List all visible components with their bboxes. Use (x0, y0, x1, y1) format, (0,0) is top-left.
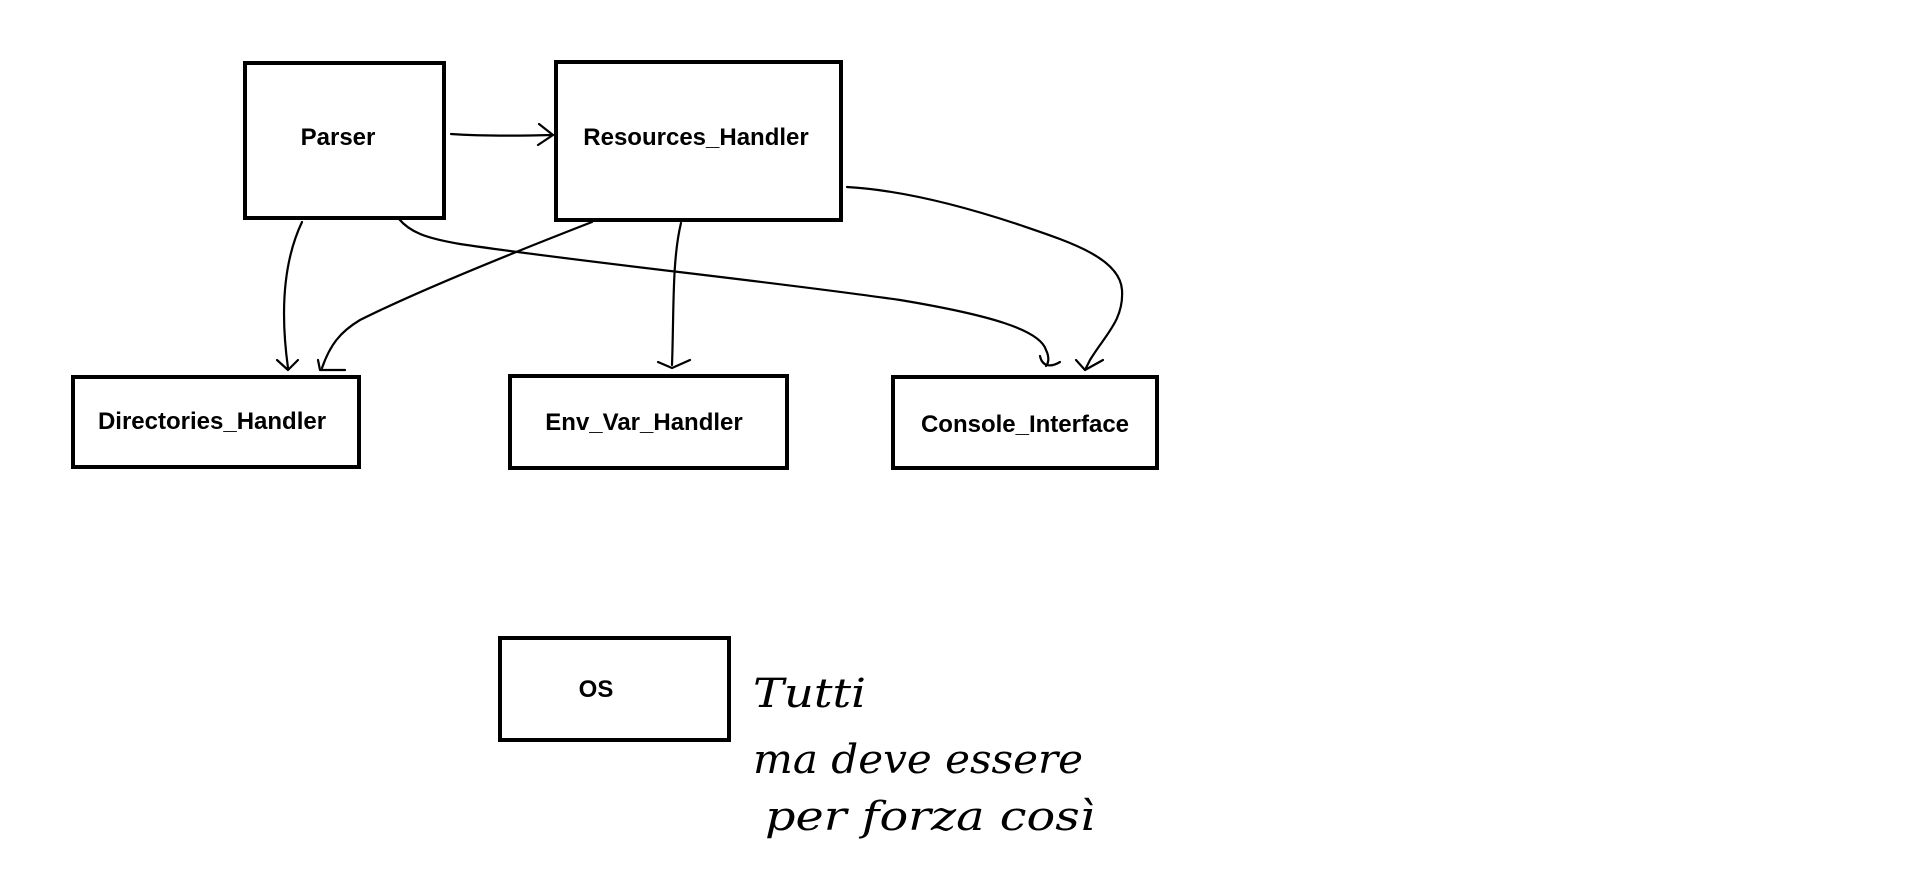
node-console-interface: Console_Interface (891, 375, 1159, 470)
note-line-2: ma deve essere (753, 737, 1083, 783)
parser-label: Parser (301, 124, 376, 151)
edge-parser-to-resources-handler (449, 122, 555, 147)
os-label: OS (579, 676, 614, 703)
edge-parser-to-console-interface (397, 217, 1062, 368)
node-parser: Parser (243, 61, 446, 220)
handwritten-note: Tutti ma deve essere per forza così (753, 671, 1095, 840)
node-env-var-handler: Env_Var_Handler (508, 374, 789, 470)
os-box (498, 636, 731, 742)
env-var-handler-label: Env_Var_Handler (545, 409, 742, 436)
parser-box (243, 61, 446, 220)
resources-handler-box (554, 60, 843, 222)
console-interface-box (891, 375, 1159, 470)
edge-resources-handler-to-env-var-handler (656, 221, 692, 370)
edge-parser-to-directories-handler (275, 220, 304, 372)
node-directories-handler: Directories_Handler (71, 375, 361, 469)
note-line-3: per forza così (765, 794, 1095, 840)
node-os: OS (498, 636, 731, 742)
note-line-1: Tutti (753, 671, 866, 717)
resources-handler-label: Resources_Handler (583, 124, 808, 151)
edge-resources-handler-to-console-interface (845, 185, 1124, 372)
directories-handler-box (71, 375, 361, 469)
edge-resources-handler-to-directories-handler (316, 220, 594, 372)
node-resources-handler: Resources_Handler (554, 60, 843, 222)
env-var-handler-box (508, 374, 789, 470)
console-interface-label: Console_Interface (921, 411, 1129, 438)
directories-handler-label: Directories_Handler (98, 408, 326, 435)
